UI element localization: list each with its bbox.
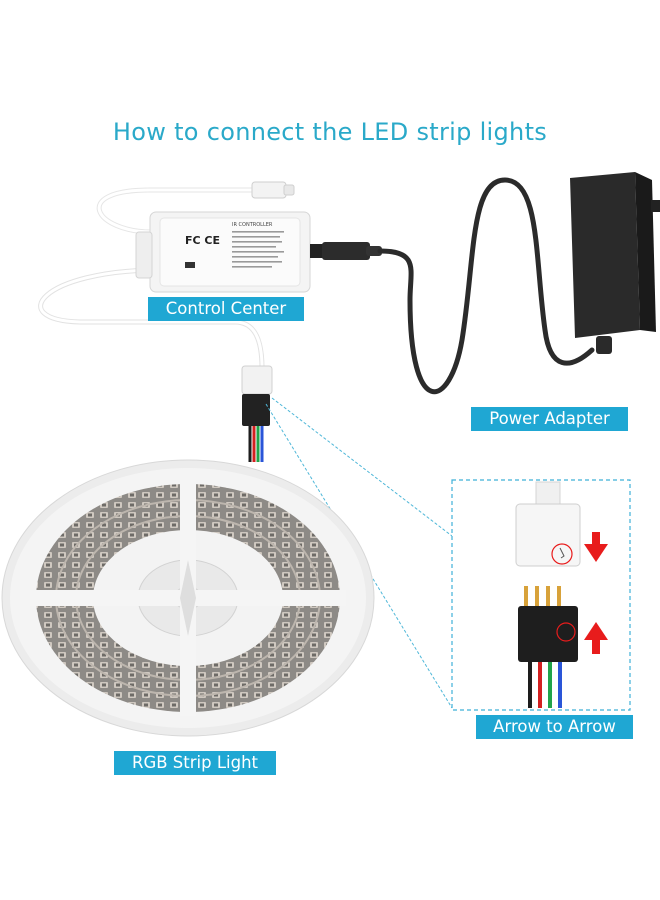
- power-cable: [377, 177, 595, 395]
- control-center-box: FC CE IR CONTROLLER: [135, 211, 311, 293]
- dc-plug: [310, 242, 382, 260]
- detail-callout-line: [271, 397, 453, 537]
- small-connector: [251, 181, 295, 199]
- rgb-strip-light-label: RGB Strip Light: [114, 751, 276, 775]
- power-adapter-label: Power Adapter: [471, 407, 628, 431]
- down-arrow-icon: [584, 532, 608, 562]
- arrow-to-arrow-label: Arrow to Arrow: [476, 715, 633, 739]
- controller-heading: IR CONTROLLER: [232, 222, 273, 228]
- detail-female-connector: [515, 481, 581, 567]
- up-arrow-icon: [584, 622, 608, 654]
- detail-male-connector: [518, 586, 578, 708]
- cert-marks: FC CE: [185, 234, 220, 247]
- power-adapter: [570, 172, 660, 354]
- strip-connector: [241, 365, 273, 462]
- led-strip-reel: [1, 459, 375, 737]
- control-center-label: Control Center: [148, 297, 304, 321]
- diagram-title: How to connect the LED strip lights: [112, 118, 548, 146]
